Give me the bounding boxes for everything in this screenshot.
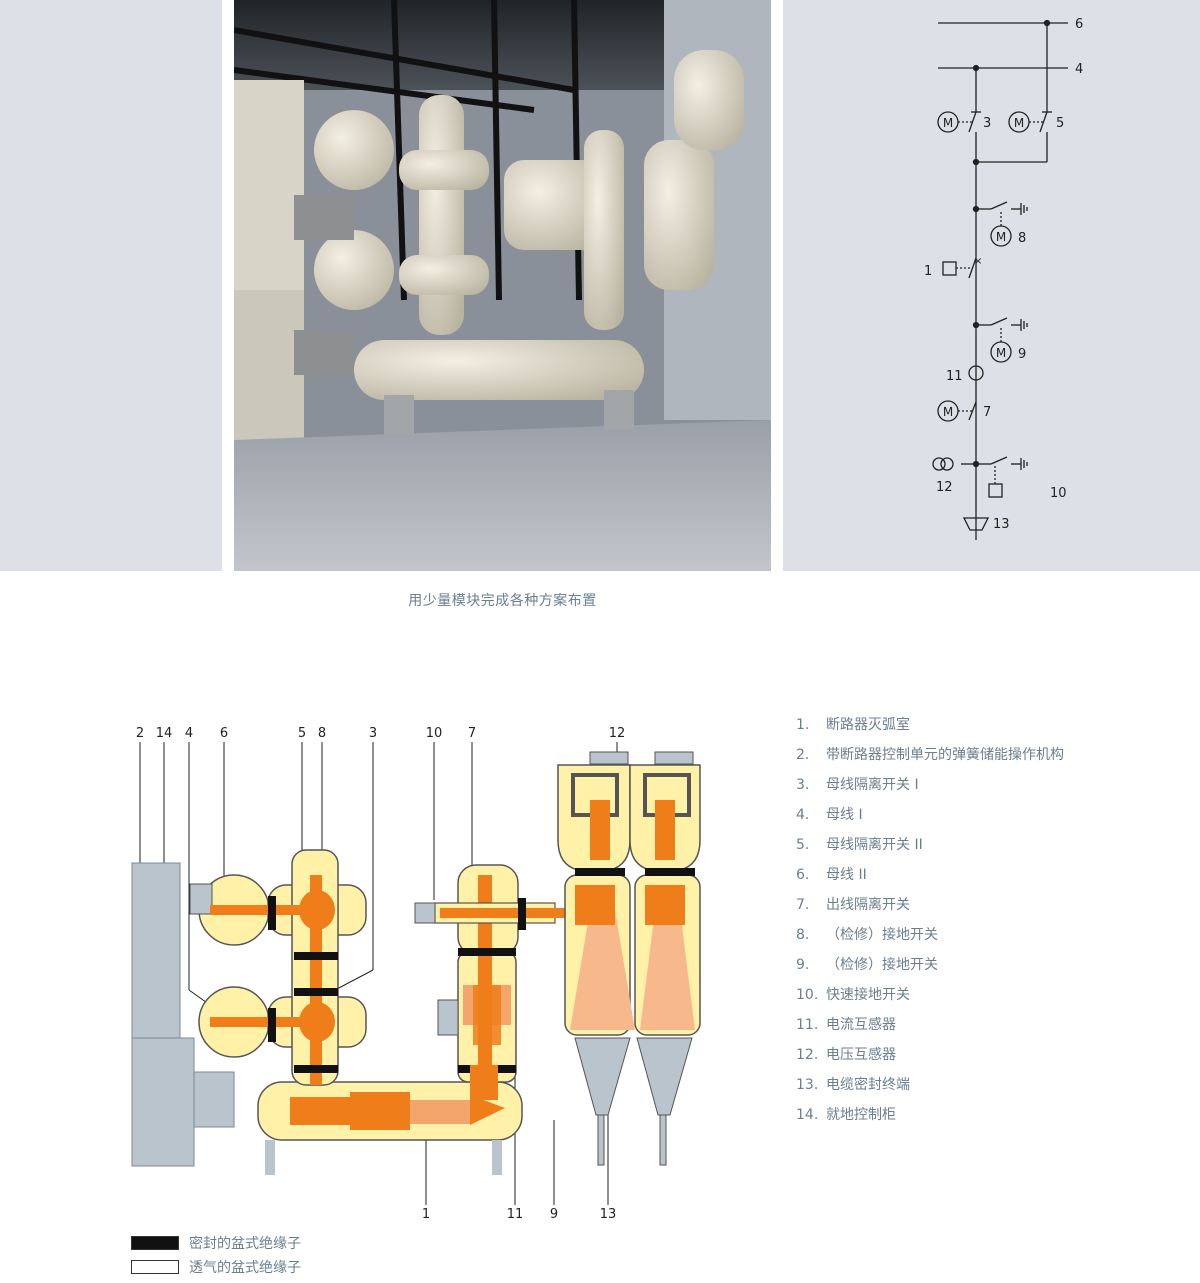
legend-text: 就地控制柜 [826,1107,896,1123]
sld-label-9: 9 [1018,347,1026,362]
legend-item: 12. 电压互感器 [796,1040,1064,1070]
motor-5-icon: M [1014,116,1024,130]
component-legend: 1. 断路器灭弧室 2. 带断路器控制单元的弹簧储能操作机构 3. 母线隔离开关 I 4. 母… [796,710,1064,1130]
sealed-insulator-label: 密封的盆式绝缘子 [189,1236,301,1252]
legend-item: 9. （检修）接地开关 [796,950,1064,980]
legend-number: 7. [796,897,810,913]
sealed-insulator-key: 密封的盆式绝缘子 [131,1233,301,1253]
legend-text: 电流互感器 [826,1017,896,1033]
single-line-diagram-panel: 6 4 M 3 M 5 M 8 [783,0,1200,571]
legend-text: 电缆密封终端 [826,1077,910,1093]
sld-label-6: 6 [1075,17,1083,32]
motor-8-icon: M [996,230,1006,244]
cs-label-8: 8 [318,726,326,741]
sld-label-5: 5 [1056,116,1064,131]
sld-label-13: 13 [993,517,1010,532]
vented-insulator-key: 透气的盆式绝缘子 [131,1257,301,1277]
vented-insulator-label: 透气的盆式绝缘子 [189,1260,301,1276]
sld-label-1: 1 [924,264,932,279]
legend-item: 13. 电缆密封终端 [796,1070,1064,1100]
cs-label-9: 9 [550,1207,558,1222]
cs-label-3: 3 [369,726,377,741]
sld-label-12: 12 [936,480,953,495]
legend-number: 3. [796,777,810,793]
legend-text: 母线 I [826,807,863,823]
legend-item: 4. 母线 I [796,800,1064,830]
legend-text: 断路器灭弧室 [826,717,910,733]
svg-text:×: × [974,256,982,267]
legend-number: 14. [796,1107,819,1123]
cs-label-4: 4 [185,726,193,741]
cs-label-5: 5 [298,726,306,741]
legend-text: （检修）接地开关 [826,927,938,943]
legend-number: 1. [796,717,810,733]
legend-text: （检修）接地开关 [826,957,938,973]
legend-item: 1. 断路器灭弧室 [796,710,1064,740]
legend-item: 14. 就地控制柜 [796,1100,1064,1130]
cs-label-11: 11 [507,1207,524,1222]
legend-text: 母线 II [826,867,867,883]
cs-label-2: 2 [136,726,144,741]
legend-item: 7. 出线隔离开关 [796,890,1064,920]
cs-label-10: 10 [426,726,443,741]
legend-item: 3. 母线隔离开关 I [796,770,1064,800]
sld-label-3: 3 [983,116,991,131]
legend-text: 带断路器控制单元的弹簧储能操作机构 [826,747,1064,763]
cs-label-14: 14 [156,726,173,741]
motor-7-icon: M [943,405,953,419]
legend-text: 母线隔离开关 II [826,837,923,853]
legend-text: 快速接地开关 [826,987,910,1003]
legend-item: 5. 母线隔离开关 II [796,830,1064,860]
sld-label-4: 4 [1075,62,1083,77]
legend-number: 6. [796,867,810,883]
sld-label-10: 10 [1050,486,1067,501]
legend-number: 13. [796,1077,819,1093]
left-gray-panel [0,0,222,571]
legend-number: 4. [796,807,810,823]
legend-number: 5. [796,837,810,853]
sealed-insulator-swatch [131,1236,179,1250]
legend-item: 10. 快速接地开关 [796,980,1064,1010]
vented-insulator-swatch [131,1260,179,1274]
legend-number: 9. [796,957,810,973]
legend-item: 11. 电流互感器 [796,1010,1064,1040]
legend-number: 8. [796,927,810,943]
legend-text: 出线隔离开关 [826,897,910,913]
cs-label-6: 6 [220,726,228,741]
legend-number: 12. [796,1047,819,1063]
switchgear-cross-section: 2 14 4 6 5 8 3 10 7 12 1 11 9 13 [131,726,701,1222]
motor-9-icon: M [996,346,1006,360]
sld-label-7: 7 [983,405,991,420]
cs-label-1: 1 [422,1207,430,1222]
motor-3-icon: M [943,116,953,130]
cs-label-13: 13 [600,1207,617,1222]
legend-item: 8. （检修）接地开关 [796,920,1064,950]
cs-label-12: 12 [609,726,626,741]
legend-item: 6. 母线 II [796,860,1064,890]
cs-label-7: 7 [468,726,476,741]
legend-number: 2. [796,747,810,763]
legend-text: 母线隔离开关 I [826,777,919,793]
legend-number: 11. [796,1017,819,1033]
switchgear-photo [234,0,771,571]
sld-label-11: 11 [946,369,963,384]
photo-caption: 用少量模块完成各种方案布置 [408,593,597,609]
legend-text: 电压互感器 [826,1047,896,1063]
legend-number: 10. [796,987,819,1003]
legend-item: 2. 带断路器控制单元的弹簧储能操作机构 [796,740,1064,770]
sld-label-8: 8 [1018,231,1026,246]
